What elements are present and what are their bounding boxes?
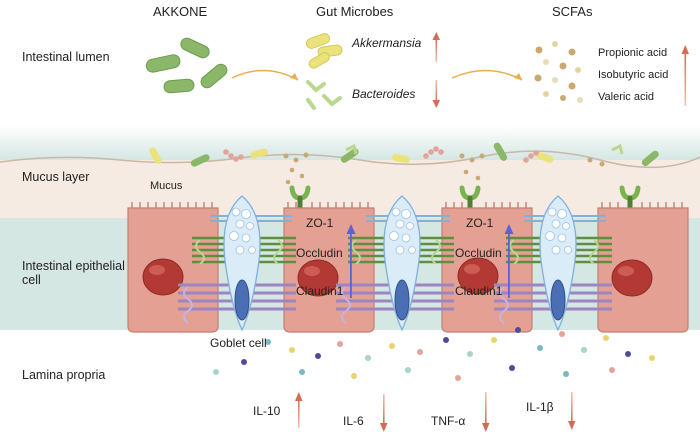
nucleus-highlights [149,264,634,276]
claudin1-label-right: Claudin1 [455,284,503,298]
cytokine-il6: IL-6 [343,414,364,428]
cytokine-il10: IL-10 [253,404,281,418]
microvilli [131,202,683,208]
mucus-label: Mucus [150,180,183,192]
cytokine-tnfa: TNF-α [431,414,466,428]
goblet-nuclei [234,279,566,321]
goblet-cell-label: Goblet cell [210,336,267,350]
tnfa-trend-down-arrow [482,392,490,432]
cytokine-il1b: IL-1β [526,400,554,414]
cytokine-dots [213,327,655,381]
zo1-label-left: ZO-1 [306,216,334,230]
mucus-bead-chains [223,146,539,163]
akkermansia-trend-up-arrow [432,32,440,62]
akkermansia-icon [305,33,343,69]
microbes-to-scfas-arrowhead [514,73,522,80]
il6-trend-down-arrow [380,394,388,432]
akkone-bacteria-icon [145,37,228,94]
claudin-loops [183,286,509,324]
goblet-mucin-granules [229,207,572,255]
bacteroides-trend-down-arrow [432,80,440,108]
scfas-header: SCFAs [552,4,593,19]
scfa-item-isobutyric: Isobutyric acid [598,69,669,81]
lamina-propria-label: Lamina propria [22,368,106,382]
gut-microbes-header: Gut Microbes [316,4,394,19]
occludin-loops [195,239,599,265]
occludin-label-left: Occludin [296,246,343,260]
mucus-scfa-particles [283,152,605,185]
mucus-bacteria [149,142,659,167]
scfa-item-propionic: Propionic acid [598,47,668,59]
il10-trend-up-arrow [295,392,303,428]
mucus-surface-line [0,150,700,169]
bacteroides-label: Bacteroides [352,87,416,101]
claudin1-label-left: Claudin1 [296,284,344,298]
occludin-label-right: Occludin [455,246,502,260]
bacteroides-icon [306,80,342,110]
junction-upregulation-arrows [346,224,514,298]
scfa-trend-up-arrow [681,45,689,106]
akkone-to-microbes-arrowhead [290,73,298,80]
scfa-item-valeric: Valeric acid [598,91,655,103]
zo1-label-right: ZO-1 [466,216,494,230]
intestinal-epithelial-cell-label: Intestinal epithelial cell [22,259,125,287]
intestinal-lumen-label: Intestinal lumen [22,50,110,64]
il1b-trend-down-arrow [568,392,576,430]
akkone-header: AKKONE [153,4,208,19]
lumen-band [0,0,700,140]
scfa-particles [534,41,583,103]
akkermansia-label: Akkermansia [352,36,422,50]
mucus-layer-label: Mucus layer [22,170,90,184]
